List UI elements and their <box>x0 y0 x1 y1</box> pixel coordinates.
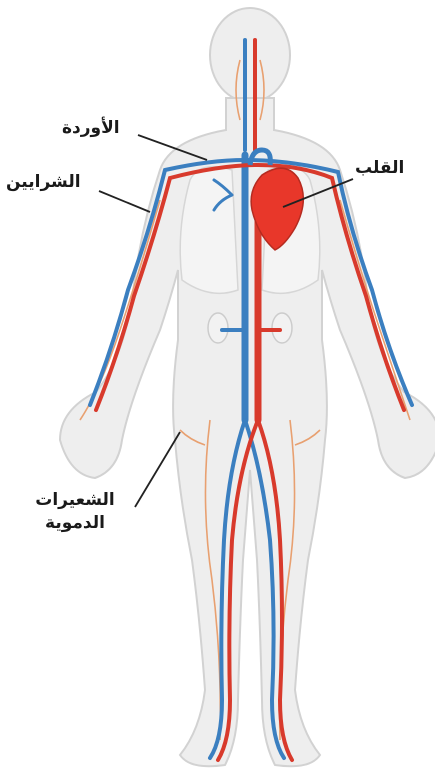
label-heart: القلب <box>355 157 404 180</box>
label-capillaries-line2: الدموية <box>14 512 136 535</box>
capillaries-leader-line <box>135 432 180 507</box>
label-arteries: الشرايين <box>6 171 81 194</box>
label-veins: الأوردة <box>62 117 120 140</box>
label-capillaries-line1: الشعيرات <box>14 489 136 512</box>
label-capillaries: الشعيرات الدموية <box>14 489 136 535</box>
arteries-leader-line <box>99 191 150 212</box>
